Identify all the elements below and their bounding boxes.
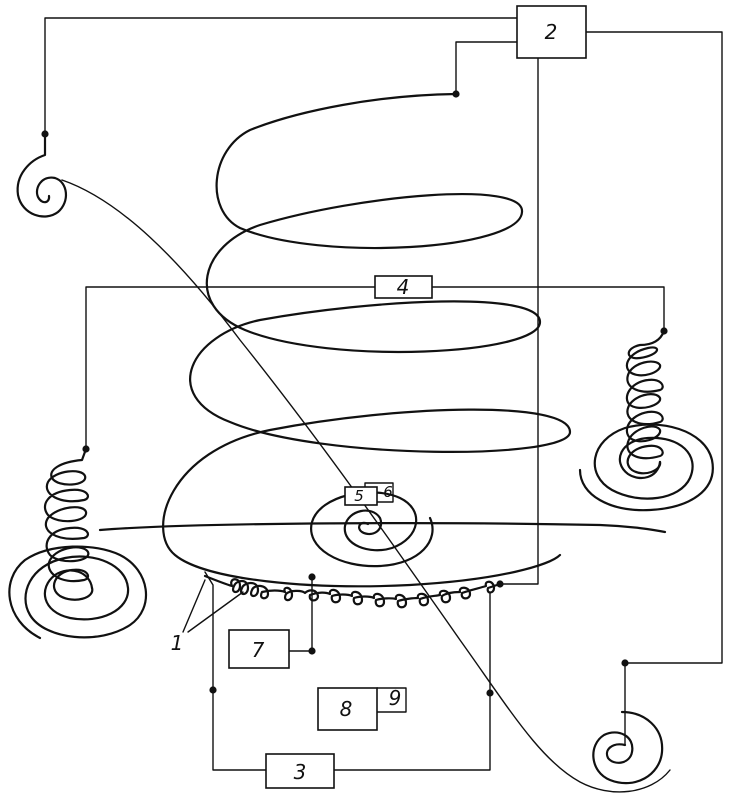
center-lead xyxy=(98,522,667,534)
wire-block56 xyxy=(364,482,394,503)
element-1-label: 1 xyxy=(171,631,184,655)
wire-block7 xyxy=(288,576,313,652)
big-helix-coil xyxy=(162,92,572,588)
junction-dot xyxy=(41,130,49,138)
junction-dot xyxy=(486,689,494,697)
block-8: 8 xyxy=(317,687,378,731)
block-5-label: 5 xyxy=(354,487,364,505)
block-5: 5 xyxy=(344,486,378,506)
block-2-label: 2 xyxy=(545,20,558,44)
wire-block2-helix xyxy=(455,41,518,95)
bottom-small-coil xyxy=(203,574,502,609)
wire-right-rail xyxy=(585,31,723,746)
wire-block9 xyxy=(376,687,407,713)
block-7-label: 7 xyxy=(252,638,265,662)
wire-block2-down xyxy=(499,57,539,585)
left-conical-coil xyxy=(43,447,94,601)
wire-diagonal xyxy=(61,179,671,793)
right-conical-coil xyxy=(625,329,666,475)
junction-dot xyxy=(496,580,504,588)
block-4: 4 xyxy=(374,275,433,299)
wire-top-left xyxy=(44,17,518,135)
block-8-label: 8 xyxy=(340,697,353,721)
left-flat-spiral xyxy=(8,545,148,640)
center-spiral xyxy=(310,491,434,568)
bottom-right-spiral xyxy=(592,710,664,785)
junction-dot xyxy=(82,445,90,453)
right-flat-spiral xyxy=(578,423,714,512)
label-1-pointer xyxy=(182,579,244,633)
junction-dot xyxy=(621,659,629,667)
block-3: 3 xyxy=(265,753,335,789)
block-6-label: 6 xyxy=(383,483,393,501)
block-9-label: 9 xyxy=(389,686,402,710)
junction-dot xyxy=(452,90,460,98)
junction-dot xyxy=(308,647,316,655)
wire-block4-rail xyxy=(85,286,665,450)
junction-dot xyxy=(209,686,217,694)
block-2: 2 xyxy=(516,5,587,59)
block-3-label: 3 xyxy=(294,760,307,784)
junction-dot xyxy=(308,573,316,581)
block-4-label: 4 xyxy=(397,275,410,299)
left-top-spiral xyxy=(16,132,67,218)
block-7: 7 xyxy=(228,629,290,669)
junction-dot xyxy=(660,327,668,335)
